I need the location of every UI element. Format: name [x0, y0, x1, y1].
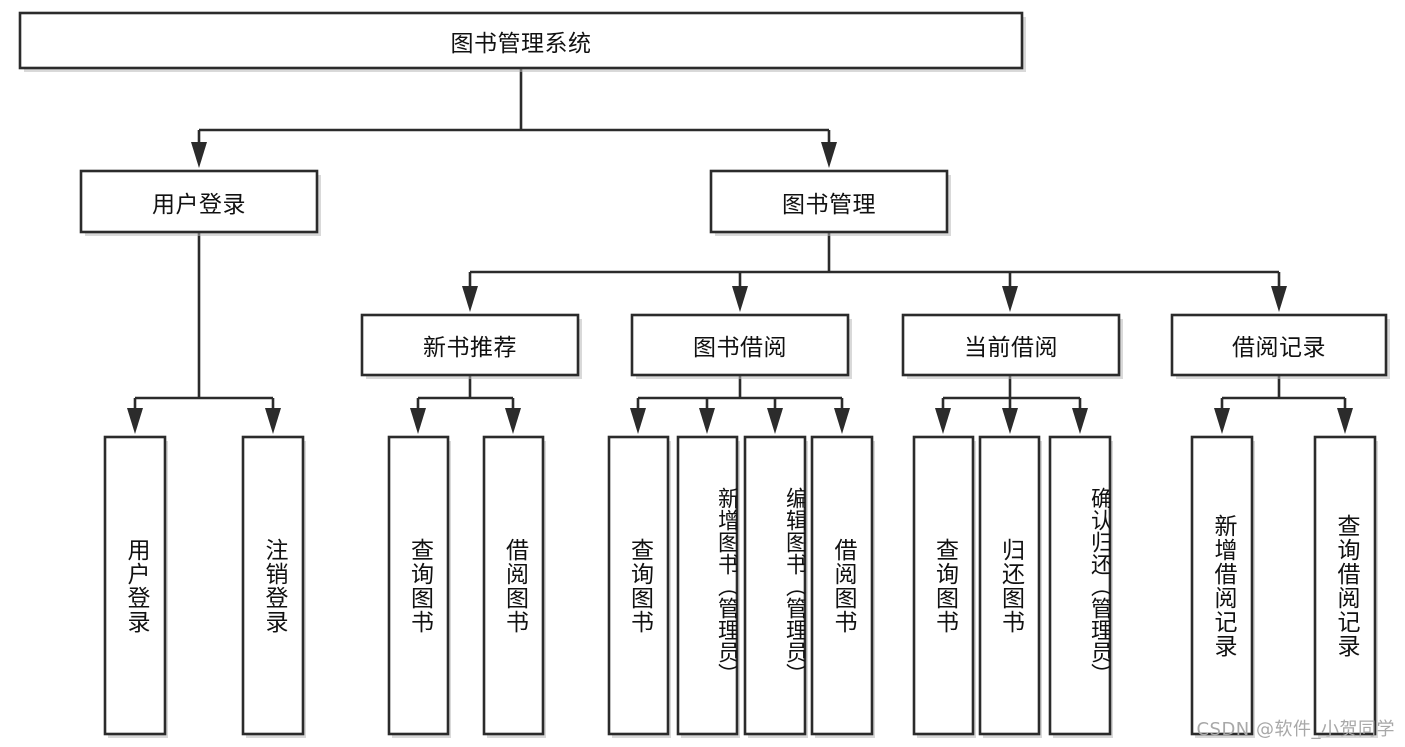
arrow-to-current-borrow — [1002, 286, 1018, 312]
arrow-to-book-borrow — [732, 286, 748, 312]
node-box-book-borrow[interactable] — [630, 313, 850, 377]
node-box-leaf-user-logout[interactable] — [241, 435, 305, 736]
arrow-to-leaf-add-book — [699, 408, 715, 434]
arrow-to-leaf-query-book-recommend — [410, 408, 426, 434]
arrow-to-leaf-confirm-return — [1072, 408, 1088, 434]
edge-group-root-to-level1 — [191, 68, 837, 168]
edge-group-borrow-record-to-leaves — [1214, 375, 1353, 434]
arrow-to-leaf-query-book-borrow — [630, 408, 646, 434]
edge-group-user-login-to-leaves — [127, 232, 281, 434]
node-box-leaf-confirm-return[interactable] — [1048, 435, 1112, 736]
node-box-root[interactable] — [18, 11, 1024, 70]
edge-group-book-management-to-level2 — [462, 232, 1287, 312]
node-box-book-management[interactable] — [709, 169, 949, 234]
node-box-leaf-edit-book[interactable] — [743, 435, 807, 736]
arrow-to-leaf-edit-book — [767, 408, 783, 434]
edge-group-current-borrow-to-leaves — [935, 375, 1088, 434]
node-box-leaf-return-book[interactable] — [978, 435, 1041, 736]
arrow-to-user-login — [191, 142, 207, 168]
node-box-leaf-add-book[interactable] — [676, 435, 739, 736]
node-box-leaf-query-book-recommend[interactable] — [387, 435, 450, 736]
arrow-to-new-book-recommend — [462, 286, 478, 312]
node-box-current-borrow[interactable] — [901, 313, 1121, 377]
arrow-to-leaf-return-book — [1002, 408, 1018, 434]
node-box-new-book-recommend[interactable] — [360, 313, 580, 377]
arrow-to-leaf-borrow-book-recommend — [505, 408, 521, 434]
node-box-leaf-query-book-borrow[interactable] — [607, 435, 670, 736]
arrow-to-leaf-query-book-current — [935, 408, 951, 434]
arrow-to-leaf-borrow-book — [834, 408, 850, 434]
node-box-leaf-add-borrow-record[interactable] — [1190, 435, 1254, 736]
node-boxes — [18, 11, 1390, 738]
watermark-text: CSDN @软件_小贺同学 — [1196, 719, 1395, 740]
node-box-borrow-record[interactable] — [1170, 313, 1388, 377]
edge-group-book-borrow-to-leaves — [630, 375, 850, 434]
arrow-to-leaf-add-borrow-record — [1214, 408, 1230, 434]
edge-group-new-book-recommend-to-leaves — [410, 375, 521, 434]
arrow-to-book-management — [821, 142, 837, 168]
arrow-to-leaf-user-login — [127, 408, 143, 434]
node-box-user-login[interactable] — [79, 169, 319, 234]
node-box-leaf-borrow-book-recommend[interactable] — [482, 435, 545, 736]
node-box-leaf-borrow-book[interactable] — [810, 435, 874, 736]
node-box-leaf-user-login[interactable] — [103, 435, 167, 736]
arrow-to-leaf-query-borrow-record — [1337, 408, 1353, 434]
arrow-to-leaf-user-logout — [265, 408, 281, 434]
arrow-to-borrow-record — [1271, 286, 1287, 312]
node-box-leaf-query-borrow-record[interactable] — [1313, 435, 1377, 736]
node-box-leaf-query-book-current[interactable] — [912, 435, 975, 736]
